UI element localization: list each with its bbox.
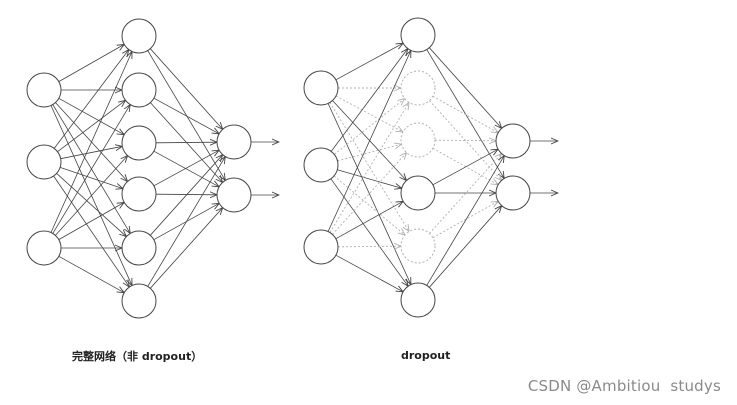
full-edge-l1-0-0 [150, 48, 222, 130]
full-hidden-node-0 [121, 18, 157, 54]
dropout-edge-l0-2-2 [332, 153, 406, 235]
full-edge-l0-1-3 [59, 167, 123, 188]
full-edge-l0-2-5 [58, 255, 124, 292]
dropout-edge-l0-0-0 [335, 43, 403, 81]
dropout-edge-l1-1-0 [432, 95, 498, 132]
full-edge-l1-0-1 [147, 50, 226, 181]
dropout-hidden-node-1 [400, 70, 436, 106]
full-edge-l0-1-2 [60, 146, 123, 160]
full-edge-l1-2-1 [153, 150, 219, 187]
full-input-node-2 [26, 230, 62, 266]
dropout-network [303, 17, 558, 318]
full-edge-l0-2-1 [52, 105, 130, 234]
dropout-output-node-0 [495, 123, 531, 159]
full-edge-l0-2-0 [50, 52, 132, 233]
dropout-input-node-1 [303, 147, 339, 183]
dropout-edge-l0-2-5 [335, 254, 403, 292]
dropout-edge-l1-4-0 [429, 154, 501, 234]
full-edge-l1-5-0 [147, 157, 226, 287]
dropout-edge-l0-1-4 [333, 175, 405, 235]
dropout-edge-l1-3-0 [432, 149, 498, 186]
dropout-input-node-2 [303, 229, 339, 265]
full-edge-l0-1-4 [56, 173, 127, 236]
full-hidden-node-2 [121, 125, 157, 161]
dropout-hidden-node-5 [400, 282, 436, 318]
dropout-network-caption: dropout [401, 349, 451, 362]
dropout-edge-l0-2-1 [329, 103, 409, 233]
full-edge-l1-5-1 [150, 208, 222, 289]
dropout-hidden-node-0 [400, 17, 436, 53]
full-hidden-node-1 [121, 72, 157, 108]
dropout-hidden-node-4 [400, 228, 436, 264]
full-edge-l0-1-0 [53, 50, 129, 149]
dropout-edge-l1-4-1 [432, 201, 498, 239]
dropout-edge-l0-1-2 [337, 144, 402, 162]
dropout-edge-l0-1-1 [334, 99, 404, 155]
dropout-output-node-1 [495, 175, 531, 211]
dropout-edge-l0-0-2 [335, 95, 403, 132]
dropout-hidden-node-3 [400, 175, 436, 211]
full-network-caption: 完整网络（非 dropout） [72, 350, 203, 363]
full-edge-l1-1-0 [153, 97, 219, 134]
dropout-edge-l1-5-1 [429, 206, 501, 288]
dropout-edge-l1-0-0 [429, 47, 501, 129]
full-edge-l0-0-0 [58, 44, 124, 82]
full-input-node-0 [26, 72, 62, 108]
dropout-edge-l0-1-0 [330, 49, 408, 152]
dropout-edge-l0-2-3 [335, 201, 403, 240]
full-edge-l0-2-3 [58, 202, 124, 240]
full-input-node-1 [26, 144, 62, 180]
dropout-edge-l0-2-4 [337, 246, 401, 247]
full-edge-l1-3-0 [153, 150, 219, 187]
dropout-edge-l0-2-0 [327, 51, 411, 232]
full-output-node-0 [216, 124, 252, 160]
full-edge-l1-2-0 [155, 142, 217, 143]
full-edge-l1-4-0 [150, 155, 222, 236]
full-edge-l0-2-2 [55, 156, 127, 236]
dropout-hidden-node-2 [400, 122, 436, 158]
full-network [26, 18, 279, 319]
full-hidden-node-5 [121, 283, 157, 319]
dropout-edge-l0-1-3 [337, 169, 401, 189]
full-hidden-node-3 [121, 176, 157, 212]
full-edge-l0-0-2 [58, 97, 124, 134]
full-output-node-1 [216, 177, 252, 213]
full-hidden-node-4 [121, 230, 157, 266]
dropout-edge-l0-0-5 [327, 103, 411, 285]
watermark: CSDN @Ambitiou studys [527, 377, 721, 395]
full-edge-l0-1-1 [57, 100, 126, 153]
dropout-edge-l1-2-1 [432, 147, 498, 184]
dropout-edge-l1-5-0 [426, 156, 505, 286]
full-edge-l0-1-5 [53, 175, 130, 287]
dropout-edge-l0-0-4 [329, 102, 409, 232]
dropout-input-node-0 [303, 70, 339, 106]
